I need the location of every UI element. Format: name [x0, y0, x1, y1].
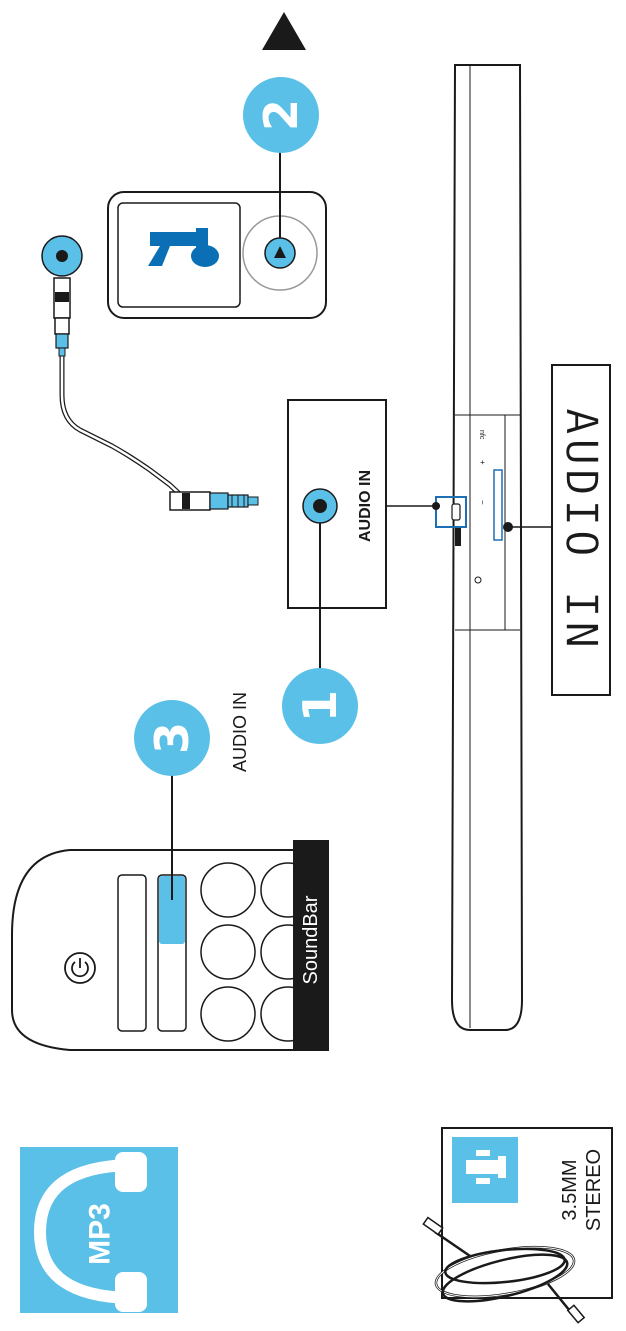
remote-control: SoundBar SoundBar	[11, 840, 329, 1051]
soundbar-minus-label: −	[478, 500, 487, 505]
soundbar-nfc-label: nfc	[478, 430, 485, 440]
audio-in-panel: AUDIO IN	[287, 399, 387, 609]
cable-caption-line1: 3.5MM	[559, 1159, 581, 1220]
remote-button-3[interactable]	[200, 986, 256, 1042]
mp3-player	[107, 191, 327, 319]
power-icon[interactable]	[64, 952, 96, 984]
play-triangle-icon	[274, 246, 286, 258]
headphone-jack-icon	[41, 235, 83, 277]
cable-caption-line2: STEREO	[583, 1149, 605, 1231]
mp3-player-screen	[117, 202, 241, 308]
triangle-up-icon	[262, 12, 306, 50]
soundbar-display-window	[493, 469, 503, 541]
mp3-label: MP3	[84, 1203, 117, 1265]
step-3-number: 3	[145, 722, 199, 754]
remote-brand-text: SoundBar	[300, 895, 322, 984]
plug-icon	[466, 1150, 506, 1184]
step-3-callout: 3	[134, 700, 210, 776]
soundbar-power-icon[interactable]	[474, 576, 482, 584]
step-1-number: 1	[293, 690, 347, 722]
step-2-callout: 2	[243, 77, 319, 153]
soundbar-audio-in-highlight	[435, 496, 467, 528]
remote-button-1[interactable]	[200, 862, 256, 918]
step-1-callout: 1	[282, 668, 358, 744]
remote-left-bar[interactable]	[117, 874, 147, 1032]
step-2-number: 2	[254, 99, 308, 131]
soundbar-source-button[interactable]	[455, 528, 461, 546]
headphones-icon: MP3	[20, 1147, 178, 1313]
soundbar-plus-label: +	[478, 460, 487, 465]
audio-in-panel-label: AUDIO IN	[357, 470, 374, 542]
display-panel: AUDIO IN	[551, 364, 611, 696]
coiled-cable-icon	[422, 1216, 586, 1324]
soundbar: nfc + −	[435, 64, 524, 1031]
audio-cable-icon	[53, 277, 259, 511]
display-text: AUDIO IN	[556, 408, 607, 652]
music-note-icon	[148, 228, 219, 267]
remote-button-2[interactable]	[200, 924, 256, 980]
remote-step-label: AUDIO IN	[230, 692, 250, 772]
